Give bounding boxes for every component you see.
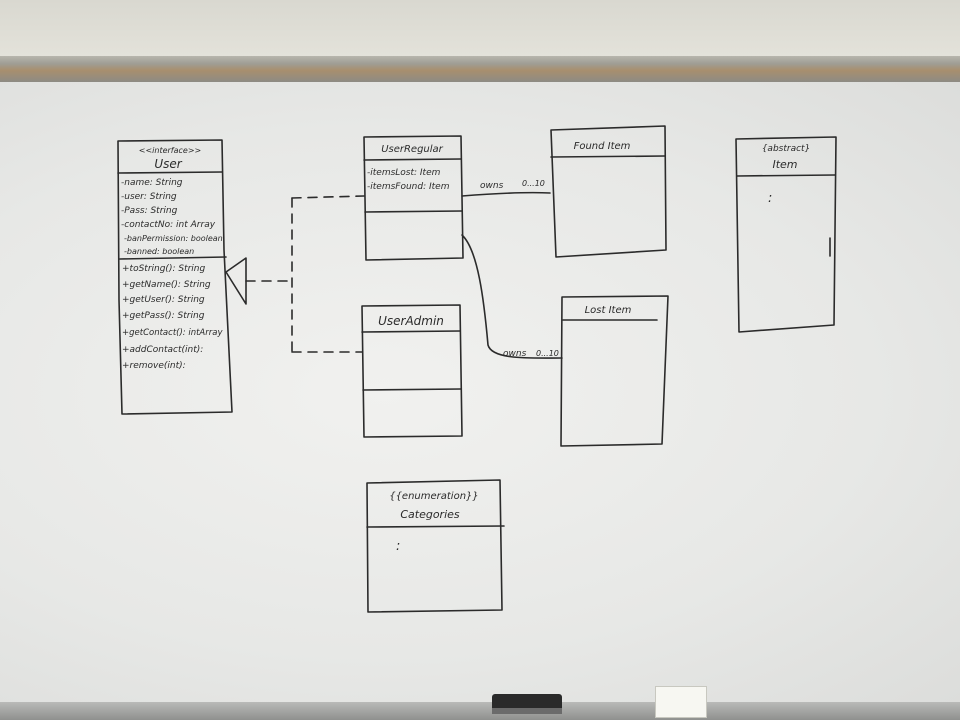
class-user-name: User	[154, 157, 182, 171]
class-user-regular-name: UserRegular	[381, 144, 443, 155]
wall	[0, 0, 960, 56]
class-categories-name: Categories	[400, 508, 460, 521]
class-user-regular-attr-divider	[364, 210, 463, 213]
class-user-box	[117, 139, 233, 415]
class-lost-item: Lost Item	[560, 295, 669, 447]
class-item: {abstract} Item :	[735, 136, 837, 333]
association-lost-line	[461, 234, 563, 359]
user-method: +getName(): String	[122, 280, 211, 290]
class-item-divider	[736, 174, 836, 177]
user-attr: -banPermission: boolean	[124, 234, 223, 243]
marker-tray	[0, 702, 960, 720]
class-categories: {{enumeration}} Categories :	[366, 479, 505, 613]
association-lost-label: owns	[503, 349, 527, 359]
class-item-name: Item	[772, 158, 797, 171]
class-item-box	[735, 136, 837, 333]
class-user-stereotype: <<interface>>	[139, 146, 202, 155]
class-categories-stereotype: {{enumeration}}	[389, 491, 479, 502]
user-attr: -name: String	[121, 178, 183, 188]
class-user-regular-header-divider	[363, 158, 462, 161]
user-method: +getContact(): intArray	[122, 328, 223, 338]
association-found-label: owns	[480, 181, 504, 191]
association-found-multiplicity: 0...10	[522, 179, 545, 188]
user-attr: -contactNo: int Array	[121, 220, 216, 230]
eraser-felt	[492, 708, 562, 714]
user-regular-attr: -itemsLost: Item	[367, 168, 441, 178]
class-lost-item-name: Lost Item	[585, 305, 632, 316]
class-user-regular: UserRegular -itemsLost: Item -itemsFound…	[363, 135, 464, 261]
class-user-admin-header-divider	[361, 330, 461, 333]
class-categories-divider	[366, 525, 505, 528]
user-method: +addContact(int):	[122, 345, 203, 355]
association-lost-multiplicity: 0...10	[536, 349, 559, 358]
class-found-item-box	[550, 125, 667, 258]
association-found-line	[461, 191, 551, 197]
class-categories-box	[366, 479, 503, 613]
user-attr: -banned: boolean	[124, 247, 194, 256]
class-user-admin-name: UserAdmin	[378, 314, 444, 328]
class-found-item-divider	[550, 155, 666, 158]
class-user-attr-divider	[119, 256, 227, 260]
cork-strip	[0, 56, 960, 82]
class-user-admin-attr-divider	[362, 388, 462, 391]
user-attr: -Pass: String	[121, 206, 178, 216]
class-user: <<interface>> User -name: String -user: …	[117, 139, 233, 415]
class-item-stereotype: {abstract}	[762, 144, 811, 154]
user-method: +getUser(): String	[122, 295, 205, 305]
realization-connector	[225, 195, 365, 353]
class-item-ellipsis: :	[768, 191, 772, 206]
whiteboard	[0, 82, 960, 702]
association-lost: owns 0...10	[461, 234, 563, 359]
realization-dash-to-regular	[291, 195, 365, 199]
association-found: owns 0...10	[461, 179, 551, 197]
class-user-admin-box	[361, 304, 463, 438]
business-card	[655, 686, 707, 718]
class-user-regular-box	[363, 135, 464, 261]
class-lost-item-box	[560, 295, 669, 447]
class-user-header-divider	[117, 171, 223, 174]
class-user-admin: UserAdmin	[361, 304, 463, 438]
class-found-item: Found Item	[550, 125, 667, 258]
realization-arrowhead	[225, 257, 247, 305]
user-method: +toString(): String	[122, 264, 205, 274]
user-method: +getPass(): String	[122, 311, 205, 321]
class-found-item-name: Found Item	[574, 141, 631, 152]
user-regular-attr: -itemsFound: Item	[367, 182, 450, 192]
eraser	[492, 694, 562, 712]
user-attr: -user: String	[121, 192, 177, 202]
user-method: +remove(int):	[122, 361, 186, 371]
class-categories-ellipsis: :	[396, 539, 400, 554]
